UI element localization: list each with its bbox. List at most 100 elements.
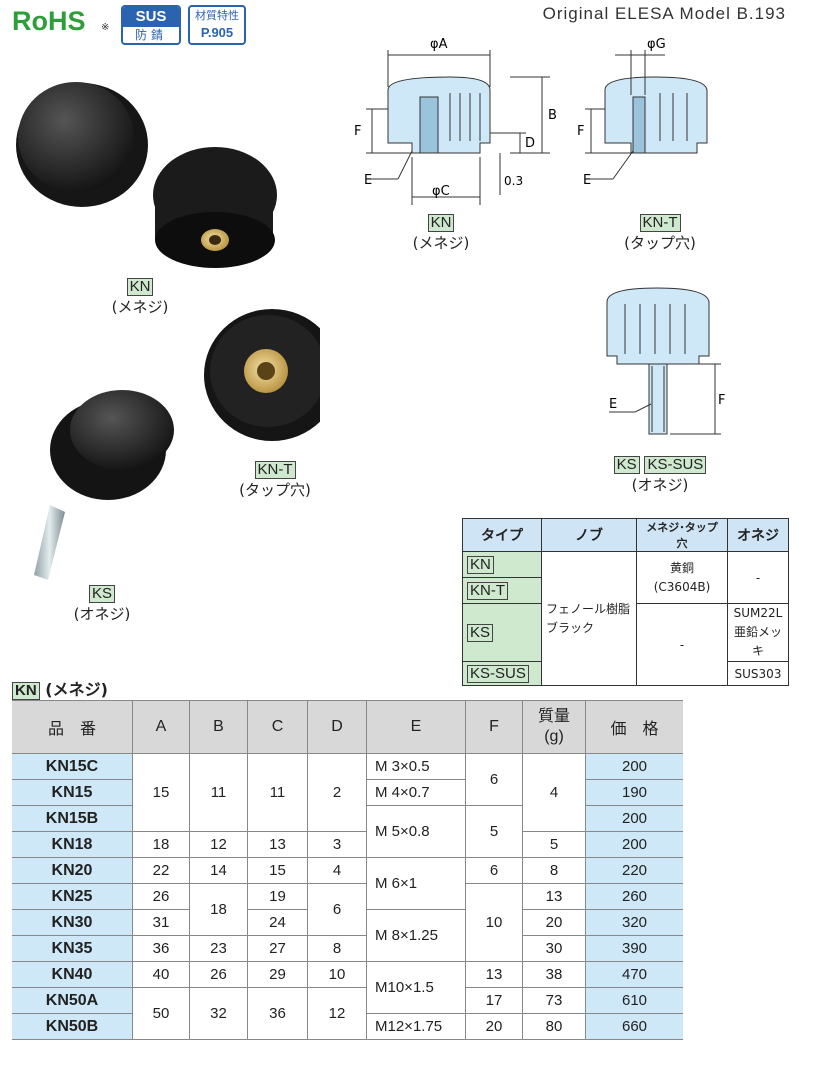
photo-kn-caption: (メネジ)	[111, 298, 169, 316]
drawing-ks-label: KS KS-SUS (オネジ)	[600, 455, 720, 495]
part-number[interactable]: KN50A	[12, 987, 133, 1014]
cell-price: 260	[585, 883, 683, 910]
col-type: タイプ	[462, 518, 542, 552]
cell-E: M 4×0.7	[366, 779, 466, 806]
col-C: C	[247, 700, 308, 754]
sus-badge-top: SUS	[123, 7, 179, 27]
kn-knob-bottom-photo	[153, 147, 277, 268]
type-code-kn: KN	[462, 551, 542, 578]
photo-kn-label: KN (メネジ)	[100, 277, 180, 317]
table-row: KN15B M 5×0.8 5 200	[12, 805, 683, 858]
photo-knt-caption: (タップ穴)	[239, 481, 311, 499]
col-mass: 質量 (g)	[522, 700, 586, 754]
cell-F: 10	[465, 883, 523, 962]
cell-F: 6	[465, 857, 523, 884]
cell-A: 31	[132, 909, 190, 936]
type-code-ks: KS	[462, 603, 542, 662]
cell-price: 190	[585, 779, 683, 806]
part-number[interactable]: KN50B	[12, 1013, 133, 1040]
col-F: F	[465, 700, 523, 754]
male-ks-material: SUM22L 亜鉛メッキ	[727, 603, 789, 662]
male-none-kn: -	[727, 551, 789, 604]
drawing-knt-caption: (タップ穴)	[624, 234, 696, 252]
part-number[interactable]: KN35	[12, 935, 133, 962]
cell-B: 32	[189, 987, 248, 1040]
cell-mass: 80	[522, 1013, 586, 1040]
table-row: KN30 31 24 M 8×1.25 20 320	[12, 909, 683, 962]
col-price: 価 格	[585, 700, 683, 754]
cell-C: 15	[247, 857, 308, 884]
part-number[interactable]: KN15	[12, 779, 133, 806]
kn-dim-gap: 0.3	[504, 174, 523, 188]
cell-price: 660	[585, 1013, 683, 1040]
cell-F: 17	[465, 987, 523, 1014]
ks-dim-E: E	[609, 397, 617, 412]
kn-dim-E: E	[364, 173, 372, 188]
ks-dim-F: F	[718, 393, 725, 408]
material-table: タイプ ノブ メネジ･タップ穴 オネジ KN フェノール樹脂 ブラック 黄銅 (…	[462, 518, 789, 686]
cell-mass: 38	[522, 961, 586, 988]
photo-knt-label: KN-T (タップ穴)	[225, 460, 325, 500]
material-badge-page: P.905	[200, 25, 234, 40]
drawing-kn-label: KN (メネジ)	[401, 213, 481, 253]
col-male: オネジ	[727, 518, 789, 552]
cell-mass: 8	[522, 857, 586, 884]
col-D: D	[307, 700, 367, 754]
table-row: KN25 26 18 19 6 10 13 260	[12, 883, 683, 962]
part-number[interactable]: KN20	[12, 857, 133, 884]
kn-drawing: φA B F D E φC 0.3	[354, 37, 557, 205]
table-row: KN40 40 26 29 10 M10×1.5 13 38 470	[12, 961, 683, 1014]
cell-mass: 5	[522, 831, 586, 858]
drawing-ks-code: KS	[613, 456, 640, 474]
table-row: KN50A 50 32 36 12 17 73 610	[12, 987, 683, 1040]
cell-D: 4	[307, 857, 367, 884]
male-ks-sus-material: SUS303	[727, 661, 789, 686]
part-number[interactable]: KN40	[12, 961, 133, 988]
table-row: KN35 36 23 27 8 30 390	[12, 935, 683, 962]
ks-knob-photo	[34, 390, 174, 580]
part-number[interactable]: KN18	[12, 831, 133, 858]
cell-C: 29	[247, 961, 308, 988]
cell-E: M10×1.5	[366, 961, 466, 1014]
cell-A: 18	[132, 831, 190, 858]
part-number[interactable]: KN15C	[12, 753, 133, 780]
cell-mass: 73	[522, 987, 586, 1014]
cell-C: 24	[247, 909, 308, 936]
cell-D: 8	[307, 935, 367, 962]
col-knob: ノブ	[541, 518, 637, 552]
spec-section-code: KN	[12, 682, 40, 700]
knt-drawing: φG F E	[577, 37, 708, 188]
rohs-logo: RoHS	[12, 6, 86, 36]
cell-A: 22	[132, 857, 190, 884]
cell-B: 23	[189, 935, 248, 962]
drawing-kn-caption: (メネジ)	[412, 234, 470, 252]
photo-ks-caption: (オネジ)	[73, 605, 131, 623]
sus-badge-bottom: 防錆	[134, 28, 167, 42]
drawing-ks-caption: (オネジ)	[631, 476, 689, 494]
cell-A: 26	[132, 883, 190, 910]
rohs-note-mark: ※	[101, 22, 110, 33]
material-badge[interactable]: 材質特性 P.905	[188, 5, 246, 45]
drawing-kn-code: KN	[427, 214, 455, 232]
cell-A: 15	[132, 753, 190, 832]
cell-B: 14	[189, 857, 248, 884]
cell-price: 220	[585, 857, 683, 884]
cell-C: 36	[247, 987, 308, 1040]
col-A: A	[132, 700, 190, 754]
female-material: 黄銅 (C3604B)	[636, 551, 728, 604]
kn-dim-F: F	[354, 124, 361, 139]
photo-kn-code: KN	[126, 278, 154, 296]
table-row: KN15C 15 11 11 2 M 3×0.5 6 4 200	[12, 753, 683, 832]
cell-E: M 5×0.8	[366, 805, 466, 858]
part-number[interactable]: KN30	[12, 909, 133, 936]
drawing-ks-sus-code: KS-SUS	[644, 456, 707, 474]
part-number[interactable]: KN15B	[12, 805, 133, 832]
cell-A: 40	[132, 961, 190, 988]
cell-E: M12×1.75	[366, 1013, 466, 1040]
female-none-ks: -	[636, 603, 728, 686]
part-number[interactable]: KN25	[12, 883, 133, 910]
kn-dim-B: B	[548, 108, 557, 123]
spec-table: 品 番 A B C D E F 質量 (g) 価 格 KN15C 15 11 1…	[12, 700, 683, 1040]
type-code-knt: KN-T	[462, 577, 542, 604]
cell-price: 390	[585, 935, 683, 962]
